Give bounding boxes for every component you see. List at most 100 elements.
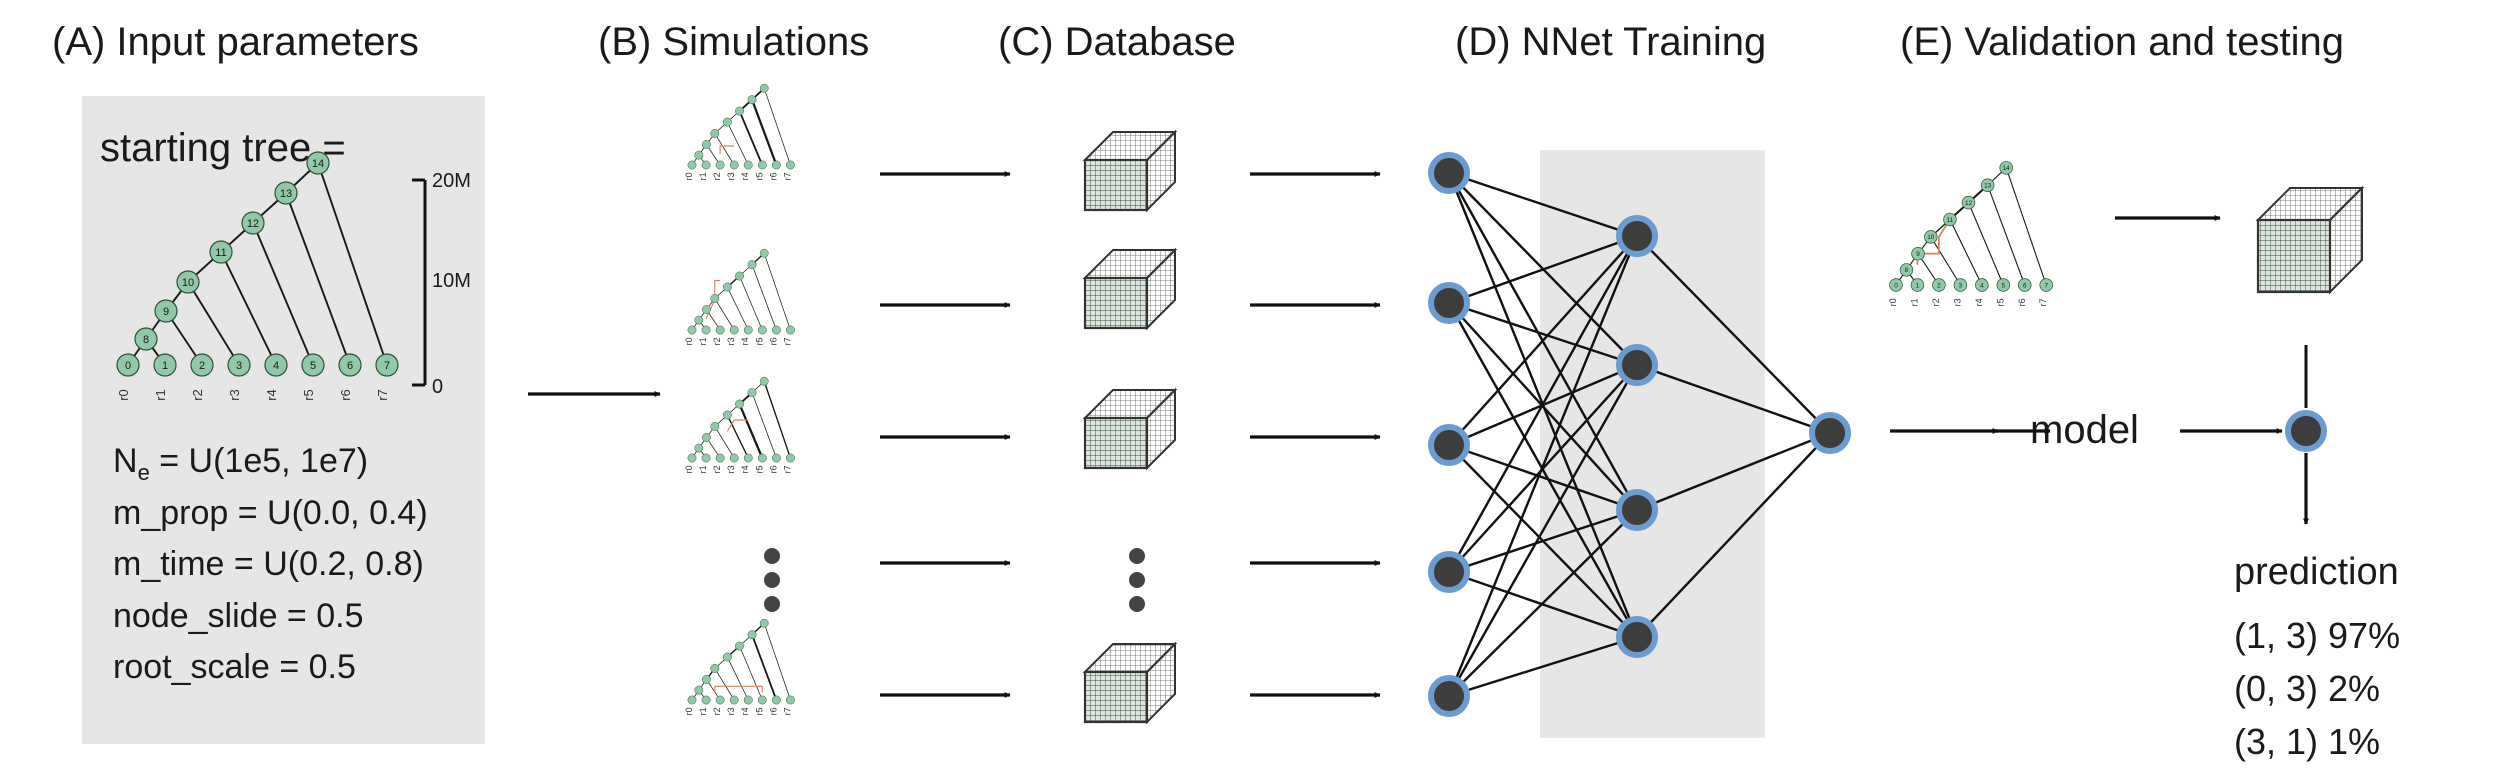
tip-label: r3: [726, 465, 736, 473]
tree-node: [702, 675, 711, 684]
tip-label: r0: [684, 465, 694, 473]
tip-label: r7: [782, 172, 792, 180]
tip-label: r0: [116, 389, 131, 401]
nn-hidden-node: [1616, 489, 1658, 531]
tree-node: [2039, 278, 2053, 292]
tree-branch: [763, 87, 791, 166]
nn-hidden-node: [1616, 215, 1658, 257]
nn-connection: [1636, 363, 1831, 435]
title-input-parameters: (A) Input parameters: [52, 20, 419, 64]
tree-node: [743, 160, 753, 170]
neural-network: [1428, 152, 1851, 717]
tree-branch: [1949, 218, 1983, 286]
prediction-node: [2285, 410, 2327, 452]
database-tensor: [1082, 247, 1178, 331]
tree-node: [702, 140, 711, 149]
nn-connection: [1448, 635, 1638, 698]
tree-node-label: 3: [236, 360, 242, 372]
tree-node: [729, 453, 739, 463]
tip-label: r3: [227, 389, 242, 401]
tree-node: [722, 652, 732, 662]
nn-connection: [1636, 235, 1831, 434]
tree-branch: [726, 656, 749, 701]
starting-tree-label: starting tree =: [100, 126, 346, 170]
tree-node: [757, 695, 767, 705]
simulation-ellipsis: [764, 548, 1145, 612]
tree-node-label: 7: [384, 360, 390, 372]
tip-label: r2: [712, 707, 722, 715]
param-m-prop: m_prop = U(0.0, 0.4): [113, 494, 428, 532]
tip-label: r6: [2017, 298, 2027, 306]
tip-label: r4: [740, 465, 750, 473]
tree-node: [241, 211, 265, 235]
tree-node: [771, 453, 781, 463]
migration-edge: [719, 145, 735, 154]
tree-node: [1999, 161, 2013, 175]
tree-node-label: 2: [199, 360, 205, 372]
tree-node-label: 12: [247, 218, 259, 230]
nn-connection: [1447, 235, 1639, 573]
tree-node-label: 14: [2003, 165, 2011, 172]
tree-node: [759, 618, 769, 628]
title-database: (C) Database: [998, 20, 1236, 64]
tip-label: r3: [1952, 298, 1962, 306]
nn-connection: [1448, 235, 1638, 446]
tree-node: [694, 685, 704, 695]
tree-node: [227, 353, 251, 377]
tip-label: r5: [1995, 298, 2005, 306]
ellipsis-dot: [1129, 596, 1145, 612]
tree-node: [747, 260, 757, 270]
tree-node: [747, 630, 757, 640]
tree-node-label: 0: [1894, 282, 1898, 289]
tree-node: [306, 151, 330, 175]
cube-front: [1083, 670, 1149, 724]
tip-label: r0: [684, 707, 694, 715]
tip-label: r7: [782, 465, 792, 473]
tree-node: [701, 325, 711, 335]
tree-node: [134, 327, 158, 351]
tip-label: r2: [712, 465, 722, 473]
tree-node: [701, 453, 711, 463]
tree-node: [786, 325, 795, 335]
tree-node-label: 10: [182, 277, 194, 289]
tree-node: [264, 353, 288, 377]
tree-node-label: 4: [1980, 282, 1984, 289]
tip-label: r3: [726, 707, 736, 715]
tree-branch: [714, 133, 735, 166]
tree-branch: [1987, 184, 2026, 286]
tree-node-label: 5: [2002, 282, 2006, 289]
tree-branch: [220, 251, 277, 366]
tree-node-label: 6: [347, 360, 353, 372]
database-tensors: [1082, 129, 1178, 725]
scale-label-20m: 20M: [432, 170, 471, 192]
tree-node: [687, 160, 697, 170]
tree-node-label: 4: [273, 360, 279, 372]
tree-node: [2018, 278, 2032, 292]
tree-node: [759, 83, 769, 93]
tree-node: [209, 240, 233, 264]
tree-node: [759, 376, 769, 386]
tree-node: [735, 399, 744, 409]
tip-label: r5: [754, 465, 764, 473]
tree-node-label: 0: [125, 360, 131, 372]
nn-connection: [1447, 235, 1639, 697]
tree-node: [771, 695, 781, 705]
tip-label: r7: [2038, 298, 2048, 306]
tree-branch: [738, 110, 764, 166]
title-simulations: (B) Simulations: [598, 20, 870, 64]
tree-node-label: 1: [162, 360, 168, 372]
tree-node: [722, 282, 732, 292]
migration-edge: [714, 685, 763, 693]
ellipsis-dot: [764, 596, 780, 612]
param-ne-value: = U(1e5, 1e7): [149, 442, 369, 480]
tip-label: r6: [768, 337, 778, 345]
tree-node: [722, 410, 732, 420]
tree-node-label: 7: [2044, 282, 2048, 289]
tree-branch: [2005, 167, 2047, 286]
tree-node-label: 10: [1927, 234, 1935, 241]
nn-connection: [1447, 364, 1639, 697]
tree-node: [715, 325, 725, 335]
